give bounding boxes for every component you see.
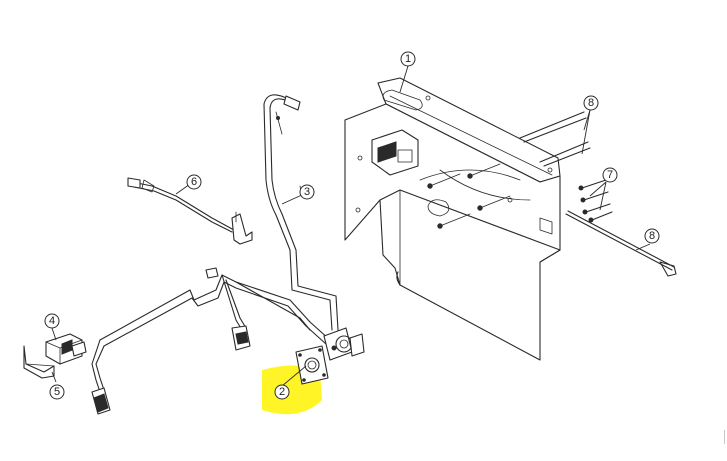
callout-8-upper-label: 8: [588, 97, 594, 109]
part-8-probe-rod: [565, 210, 677, 277]
callout-8-lower: 8: [644, 228, 660, 244]
part-3-thermocouple-wire: [263, 94, 339, 331]
leader-lines: [51, 65, 651, 387]
edge-divider: [724, 430, 725, 444]
part-5-bracket: [23, 345, 55, 379]
callout-8-lower-label: 8: [649, 230, 655, 242]
callout-1-label: 1: [405, 53, 411, 65]
part-7-screws: [578, 179, 613, 223]
callout-7: 7: [602, 167, 618, 183]
part-4-switch: [45, 333, 87, 365]
callout-3: 3: [299, 184, 315, 200]
callout-5: 5: [49, 384, 65, 400]
callout-7-label: 7: [607, 169, 613, 181]
callout-2-label: 2: [279, 386, 285, 398]
callout-5-label: 5: [54, 386, 60, 398]
callout-8-upper: 8: [583, 95, 599, 111]
callout-6-label: 6: [191, 176, 197, 188]
callout-4: 4: [44, 313, 60, 329]
callout-1: 1: [400, 51, 416, 67]
wire-harness: [91, 267, 365, 415]
callout-3-label: 3: [304, 186, 310, 198]
part-2-gasket: [295, 345, 329, 385]
part-6-wire: [127, 177, 253, 245]
callout-2: 2: [274, 384, 290, 400]
callout-6: 6: [186, 174, 202, 190]
callout-4-label: 4: [49, 315, 55, 327]
part-1-mounting-bracket: [344, 77, 561, 361]
